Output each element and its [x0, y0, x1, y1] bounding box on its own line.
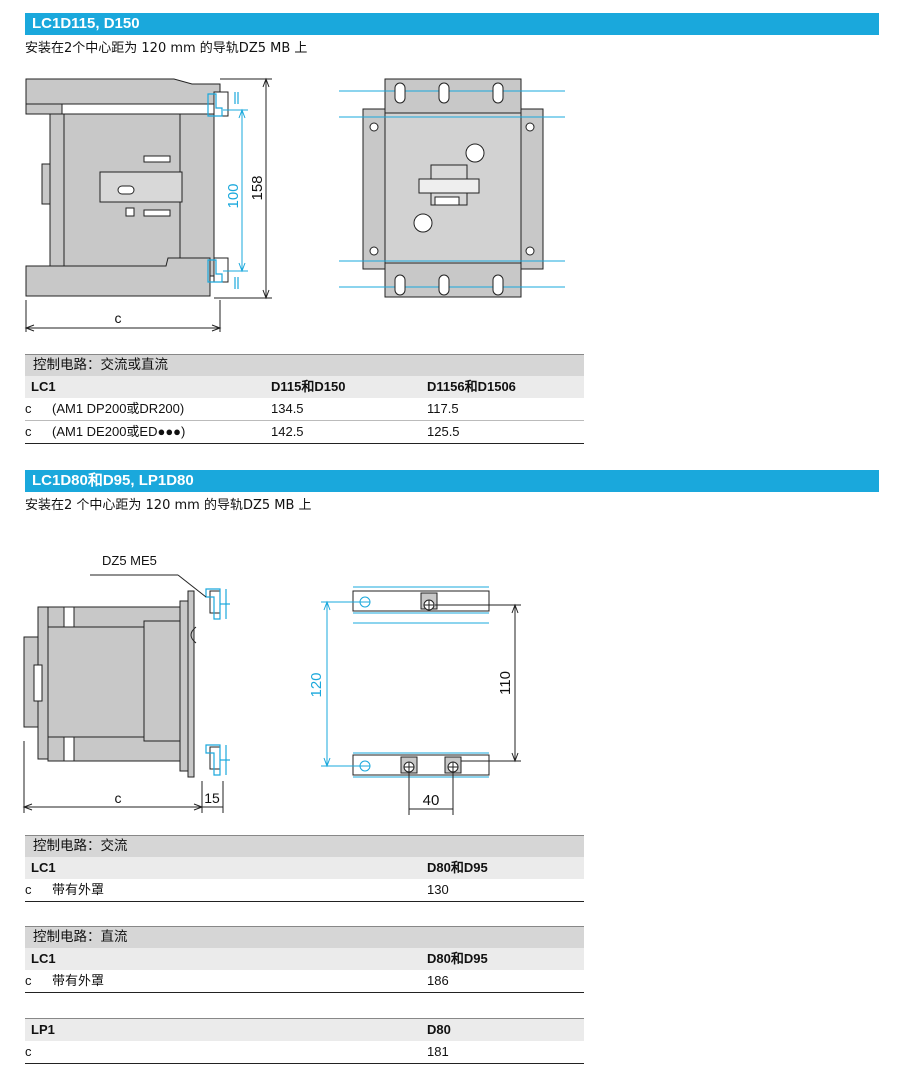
row-cell: c: [25, 424, 32, 439]
table-header-row: LC1 D115和D150 D1156和D1506: [25, 376, 584, 398]
header-cell: D80和D95: [427, 860, 488, 875]
dim-c-label: c: [115, 790, 122, 806]
section2-dc-table: 控制电路：直流 LC1 D80和D95 c 带有外罩 186: [25, 926, 584, 993]
table-row: c (AM1 DP200或DR200) 134.5 117.5: [25, 398, 584, 421]
table-row: c 带有外罩 130: [25, 879, 584, 902]
row-cell: c: [25, 882, 32, 897]
row-cell: c: [25, 401, 32, 416]
row-cell: (AM1 DE200或ED●●●): [52, 424, 186, 439]
table-row: c 181: [25, 1041, 584, 1064]
dim-158-label: 158: [249, 175, 266, 200]
table-header-row: LC1 D80和D95: [25, 857, 584, 879]
section2-subtitle: 安装在2 个中心距为 120 mm 的导轨DZ5 MB 上: [25, 498, 312, 513]
header-cell: D115和D150: [271, 379, 346, 394]
section2-title-bar: LC1D80和D95, LP1D80: [25, 470, 879, 492]
dim-15-label: 15: [204, 790, 220, 806]
row-cell: 130: [427, 882, 449, 897]
lc1d80-mounting-view: 120 110 40: [308, 586, 521, 815]
lc1d115-side-view: 100 158 c: [24, 77, 272, 332]
header-cell: D1156和D1506: [427, 379, 516, 394]
table-row: c 带有外罩 186: [25, 970, 584, 993]
row-cell: (AM1 DP200或DR200): [52, 401, 185, 416]
lc1d80-side-view: DZ5 ME5 c 15: [22, 553, 230, 813]
row-cell: c: [25, 1044, 32, 1059]
row-cell: c: [25, 973, 32, 988]
header-cell: LC1: [31, 951, 56, 966]
section1-dimension-table: 控制电路：交流或直流 LC1 D115和D150 D1156和D1506 c (…: [25, 354, 584, 444]
table-title: 控制电路：交流或直流: [25, 354, 584, 376]
table-row: c (AM1 DE200或ED●●●) 142.5 125.5: [25, 421, 584, 444]
section1-subtitle: 安装在2个中心距为 120 mm 的导轨DZ5 MB 上: [25, 41, 308, 56]
header-cell: LP1: [31, 1022, 55, 1037]
row-cell: 186: [427, 973, 449, 988]
dim-40-label: 40: [423, 792, 440, 809]
section1-title-bar: LC1D115, D150: [25, 13, 879, 35]
header-cell: LC1: [31, 860, 56, 875]
section2-title: LC1D80和D95, LP1D80: [32, 472, 194, 489]
dim-c-label: c: [115, 310, 122, 326]
section2-ac-table: 控制电路：交流 LC1 D80和D95 c 带有外罩 130: [25, 835, 584, 902]
row-cell: 117.5: [427, 401, 459, 416]
header-cell: D80: [427, 1022, 451, 1037]
row-cell: 134.5: [271, 401, 304, 416]
header-cell: LC1: [31, 379, 56, 394]
section1-title: LC1D115, D150: [32, 15, 140, 32]
table-header-row: LP1 D80: [25, 1018, 584, 1041]
dim-120-label: 120: [308, 672, 325, 697]
row-cell: 142.5: [271, 424, 304, 439]
row-cell: 带有外罩: [52, 882, 105, 897]
dim-110-label: 110: [497, 671, 514, 695]
lc1d115-front-view: [339, 78, 565, 298]
table-title: 控制电路：交流: [25, 835, 584, 857]
row-cell: 125.5: [427, 424, 460, 439]
header-cell: D80和D95: [427, 951, 488, 966]
row-cell: 带有外罩: [52, 973, 105, 988]
table-header-row: LC1 D80和D95: [25, 948, 584, 970]
row-cell: 181: [427, 1044, 449, 1059]
section2-lp1-table: LP1 D80 c 181: [25, 1018, 584, 1064]
rail-label: DZ5 ME5: [102, 553, 157, 568]
dim-100-label: 100: [225, 183, 242, 208]
table-title: 控制电路：直流: [25, 926, 584, 948]
